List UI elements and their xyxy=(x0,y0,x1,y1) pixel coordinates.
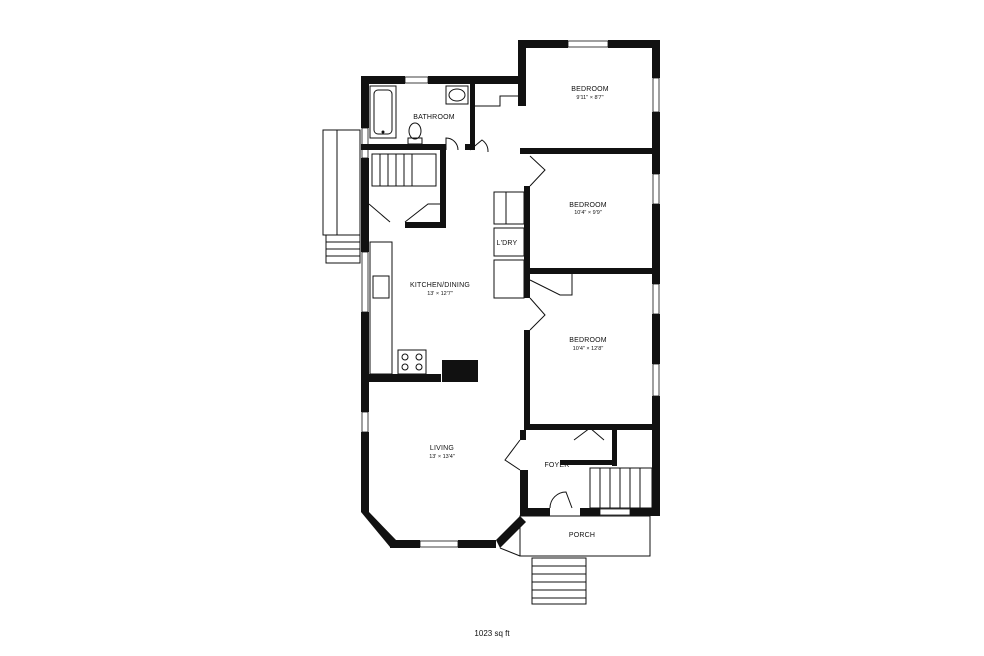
exterior-walls xyxy=(361,40,660,548)
bedroom-3-dims: 10'4" × 12'8" xyxy=(573,346,604,352)
total-area: 1023 sq ft xyxy=(474,629,510,638)
kitchen-label: KITCHEN/DINING xyxy=(410,282,470,289)
living-label: LIVING xyxy=(430,445,454,452)
bedroom-2-dims: 10'4" × 9'9" xyxy=(574,210,602,216)
living-dims: 13' × 13'4" xyxy=(429,454,455,460)
foyer-label: FOYER xyxy=(544,462,569,469)
fixtures xyxy=(369,85,653,509)
porch xyxy=(499,515,651,605)
bedroom-2-label: BEDROOM xyxy=(569,202,607,209)
rear-deck xyxy=(322,129,361,264)
bedroom-3-label: BEDROOM xyxy=(569,337,607,344)
porch-label: PORCH xyxy=(569,532,595,539)
laundry-label: L'DRY xyxy=(497,240,518,247)
doors xyxy=(368,95,605,509)
bedroom-1-label: BEDROOM xyxy=(571,86,609,93)
interior-walls xyxy=(361,84,660,466)
bedroom-1-dims: 9'11" × 8'7" xyxy=(576,95,603,101)
bathroom-label: BATHROOM xyxy=(413,114,455,121)
kitchen-dims: 13' × 12'7" xyxy=(427,291,453,297)
